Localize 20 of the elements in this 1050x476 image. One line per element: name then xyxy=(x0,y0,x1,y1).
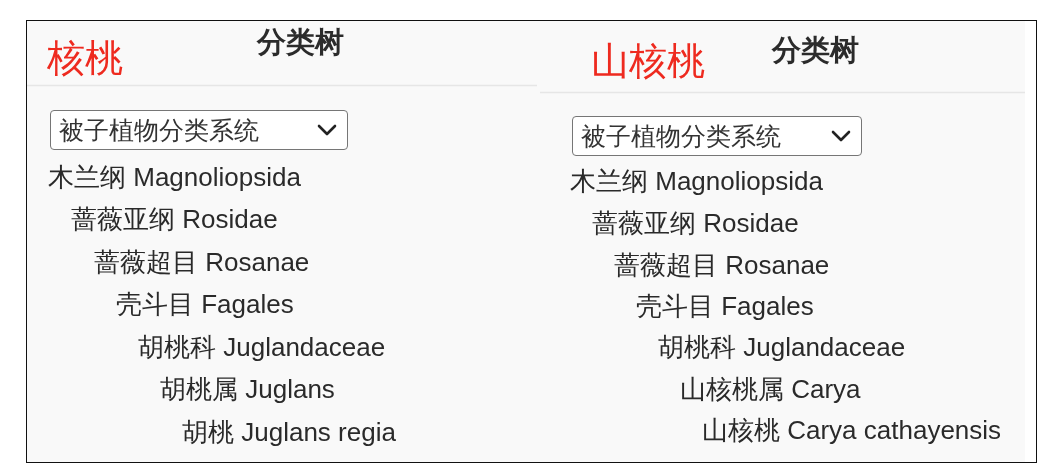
taxonomy-item: 蔷薇亚纲 Rosidae xyxy=(592,207,799,239)
taxonomy-item: 木兰纲 Magnoliopsida xyxy=(48,161,301,193)
taxonomy-item: 胡桃属 Juglans xyxy=(160,373,335,405)
taxonomy-item: 壳斗目 Fagales xyxy=(636,290,814,322)
section-heading: 分类树 xyxy=(772,33,859,67)
taxonomy-item: 胡桃科 Juglandaceae xyxy=(138,331,386,363)
taxonomy-item: 胡桃 Juglans regia xyxy=(182,416,396,448)
taxonomy-item: 山核桃 Carya cathayensis xyxy=(702,414,1002,446)
taxonomy-item: 蔷薇超目 Rosanae xyxy=(94,246,310,278)
taxonomy-item: 蔷薇亚纲 Rosidae xyxy=(71,203,278,235)
taxonomy-item: 壳斗目 Fagales xyxy=(116,288,294,320)
section-heading: 分类树 xyxy=(257,25,344,59)
taxonomy-item: 木兰纲 Magnoliopsida xyxy=(570,165,823,197)
taxonomy-item: 蔷薇超目 Rosanae xyxy=(614,249,830,281)
taxonomy-item: 胡桃科 Juglandaceae xyxy=(658,331,906,363)
page-title: 核桃 xyxy=(47,36,123,80)
page-title: 山核桃 xyxy=(591,39,705,83)
dropdown-select: 被子植物分类系统 xyxy=(572,116,862,156)
dropdown-select: 被子植物分类系统 xyxy=(50,110,348,150)
taxonomy-item: 山核桃属 Carya xyxy=(680,373,861,405)
